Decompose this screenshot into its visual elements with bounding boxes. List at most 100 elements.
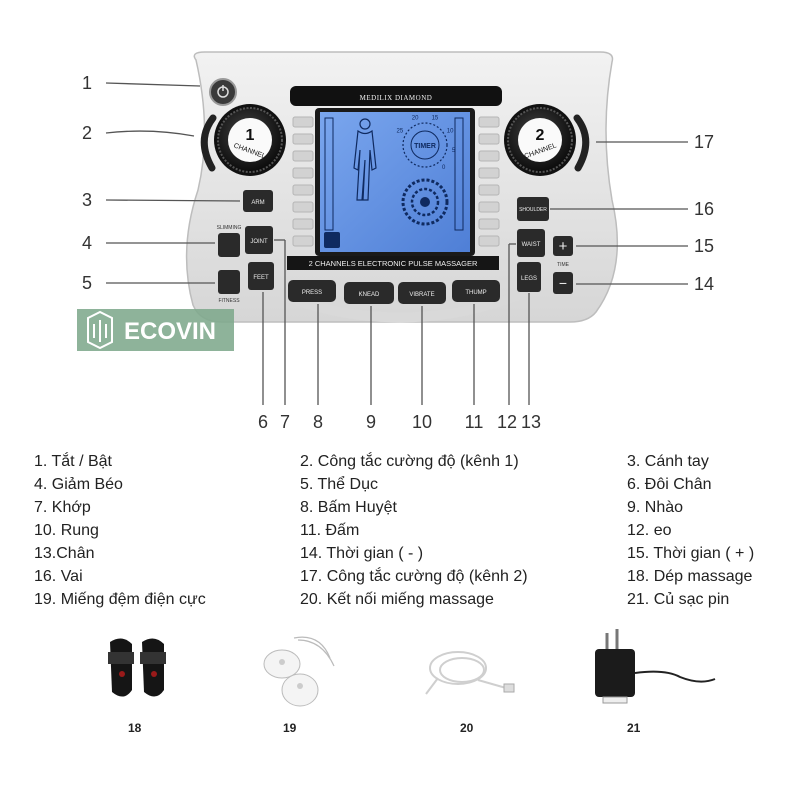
level-bar-segment [478, 184, 500, 196]
level-bar-segment [292, 150, 314, 162]
legend-item: 1. Tắt / Bật [34, 453, 112, 470]
body-figure-icon [353, 118, 377, 201]
feet-button[interactable] [248, 262, 274, 290]
legend-item: 5. Thể Dục [300, 476, 378, 493]
device-lower-lip [280, 290, 520, 323]
legend-item: 19. Miếng đệm điện cực [34, 591, 206, 608]
channel-2-knob[interactable]: 2 CHANNEL [504, 104, 590, 176]
knead-button[interactable] [344, 282, 394, 304]
time-plus-button[interactable] [553, 236, 573, 256]
shoulder-label: SHOULDER [519, 207, 547, 213]
timer-dial-icon: TIMER [402, 122, 448, 168]
lcd-scale-tick: 20 [412, 116, 419, 122]
watermark-box [77, 309, 234, 351]
time-minus-label: − [559, 275, 567, 291]
arm-button[interactable] [243, 190, 273, 212]
vibrate-label: VIBRATE [409, 292, 434, 298]
callout-7: 7 [280, 412, 290, 432]
level-bar-segment [292, 218, 314, 230]
level-bar-segment [292, 167, 314, 179]
vibrate-button[interactable] [398, 282, 446, 304]
callout-17: 17 [694, 132, 714, 152]
legs-button[interactable] [517, 262, 541, 292]
legs-label: LEGS [521, 276, 537, 282]
time-label: TIME [557, 262, 570, 268]
legend-item: 14. Thời gian ( - ) [300, 545, 424, 562]
legend-item: 18. Dép massage [627, 568, 753, 585]
lcd-scale-tick: 15 [432, 116, 439, 122]
callout-9: 9 [366, 412, 376, 432]
callout-10: 10 [412, 412, 432, 432]
waist-label: WAIST [522, 242, 541, 248]
callout-4: 4 [82, 233, 92, 253]
accessory-18-number: 18 [128, 721, 142, 735]
legend-item: 15. Thời gian ( + ) [627, 545, 755, 562]
legend-item: 6. Đôi Chân [627, 476, 712, 493]
lcd-mode-icon [324, 232, 340, 248]
slippers-icon [108, 638, 166, 697]
level-bar-segment [292, 133, 314, 145]
callout-lines [105, 82, 688, 405]
callout-11: 11 [465, 412, 484, 432]
level-bar-segment [478, 150, 500, 162]
callout-5: 5 [82, 273, 92, 293]
screen-label-bar [287, 256, 499, 270]
top-label: MEDILIX DIAMOND [360, 94, 433, 102]
waist-button[interactable] [517, 229, 545, 257]
shoulder-button[interactable] [517, 197, 549, 221]
legend-item: 9. Nhào [627, 499, 684, 516]
level-bar-segment [478, 167, 500, 179]
legend-item: 16. Vai [34, 568, 83, 585]
feet-label: FEET [253, 275, 269, 281]
callout-2: 2 [82, 123, 92, 143]
joint-label: JOINT [250, 239, 268, 245]
legend-item: 13.Chân [34, 545, 95, 562]
left-level-bars [292, 116, 314, 247]
legend-item: 20. Kết nối miếng massage [300, 591, 494, 608]
time-minus-button[interactable] [553, 272, 573, 294]
level-bar-segment [292, 235, 314, 247]
accessory-20-number: 20 [460, 721, 474, 735]
callout-8: 8 [313, 412, 323, 432]
accessory-19-number: 19 [283, 721, 297, 735]
joint-button[interactable] [245, 226, 273, 254]
level-bar-segment [478, 116, 500, 128]
fitness-button[interactable] [218, 270, 240, 294]
power-button[interactable] [209, 78, 237, 106]
channel-1-knob[interactable]: 1 CHANNEL [200, 104, 286, 176]
press-label: PRESS [302, 290, 322, 296]
lcd-scale: 25 20 15 10 5 0 [397, 116, 456, 171]
level-bar-segment [292, 201, 314, 213]
lcd-scale-tick: 25 [397, 129, 404, 135]
channel-1-number: 1 [246, 127, 255, 144]
callout-15: 15 [694, 236, 714, 256]
legend-item: 21. Củ sạc pin [627, 591, 730, 608]
watermark-text: ECOVIN [124, 318, 216, 345]
legend-item: 4. Giảm Béo [34, 476, 123, 493]
lcd-scale-tick: 5 [452, 148, 456, 154]
callout-14: 14 [694, 274, 714, 294]
legend-item: 17. Công tắc cường độ (kênh 2) [300, 568, 528, 585]
press-button[interactable] [288, 280, 336, 302]
level-bar-segment [292, 184, 314, 196]
lcd-timer-text: TIMER [414, 143, 436, 150]
legend-item: 3. Cánh tay [627, 453, 709, 470]
top-label-bar [290, 86, 502, 106]
callout-16: 16 [694, 199, 714, 219]
legend-item: 11. Đấm [300, 522, 360, 539]
thump-button[interactable] [452, 280, 500, 302]
slimming-label: SLIMMING [217, 225, 242, 231]
electrode-pads-icon [263, 636, 335, 707]
lcd-screen [320, 112, 470, 252]
lcd-scale-tick: 0 [442, 165, 446, 171]
fitness-label: FITNESS [218, 298, 240, 304]
slimming-button[interactable] [218, 233, 240, 257]
lcd-scale-tick: 10 [447, 129, 454, 135]
callout-12: 12 [497, 412, 517, 432]
legend-item: 8. Bấm Huyệt [300, 499, 397, 516]
accessory-21-number: 21 [627, 721, 641, 735]
legend-item: 7. Khớp [34, 499, 91, 516]
screen-label: 2 CHANNELS ELECTRONIC PULSE MASSAGER [309, 259, 478, 268]
level-bar-segment [478, 235, 500, 247]
